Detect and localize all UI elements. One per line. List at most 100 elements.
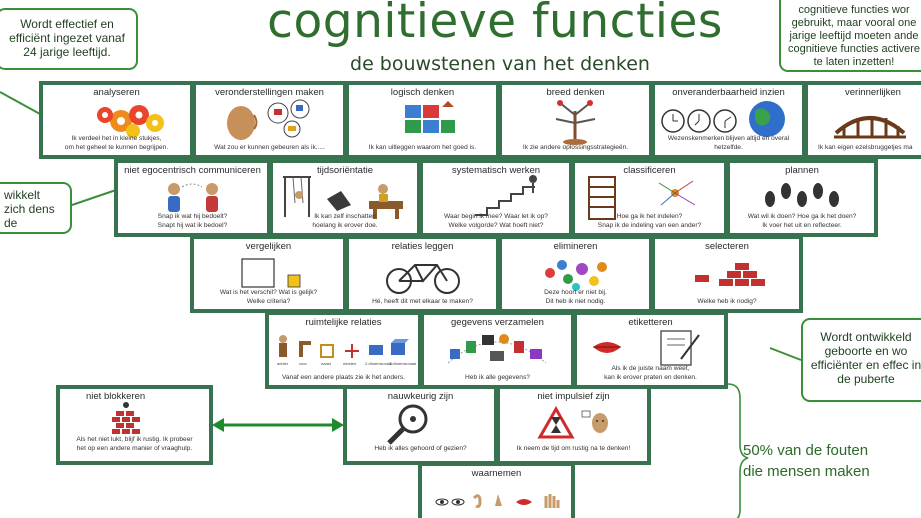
card-selecteren: selecteren Welke heb ik nodig? bbox=[651, 235, 803, 313]
card-title: onveranderbaarheid inzien bbox=[672, 87, 785, 98]
card-title: classificeren bbox=[623, 165, 676, 176]
note-top-left: Wordt effectief en efficiënt ingezet van… bbox=[0, 8, 138, 70]
spatial-label-5: 3-dimensionaal bbox=[389, 361, 416, 366]
card-title: systematisch werken bbox=[451, 165, 541, 176]
side-note-errors: 50% van de fouten die mensen maken bbox=[743, 442, 870, 480]
card-classificeren: classificeren Hoe ga ik het indelen? Sna… bbox=[571, 159, 728, 237]
spatial-figures-icon: achter voor naast midden 2-dimensionaal … bbox=[277, 335, 416, 366]
talking-people-icon bbox=[168, 183, 218, 212]
card-impulsief: niet impulsief zijn Ik neem de tijd om r… bbox=[496, 385, 651, 465]
card-title: breed denken bbox=[546, 87, 605, 98]
card-caption: Ik zie andere oplossingsstrategieën. bbox=[522, 144, 629, 151]
card-title: tijdsoriëntatie bbox=[317, 165, 373, 176]
card-plannen: plannen Wat wil ik doen? Hoe ga ik het d… bbox=[726, 159, 878, 237]
card-analyseren: analyseren Ik verdeel het in kleine stuk… bbox=[39, 81, 194, 159]
logic-blocks-icon bbox=[405, 101, 455, 133]
card-caption: Heb ik alles gehoord of gezien? bbox=[374, 445, 467, 452]
stairs-icon bbox=[475, 175, 537, 216]
balls-icon bbox=[545, 260, 607, 291]
tools-tree-icon bbox=[555, 100, 596, 145]
card-title: waarnemen bbox=[471, 468, 522, 479]
card-title: niet egocentrisch communiceren bbox=[124, 165, 261, 176]
spatial-label-3: midden bbox=[343, 361, 356, 366]
card-title: gegevens verzamelen bbox=[451, 317, 544, 328]
warning-hourglass-icon bbox=[537, 405, 608, 439]
card-caption: Vanaf een andere plaats zie ik het ander… bbox=[281, 374, 406, 381]
card-caption: Welke heb ik nodig? bbox=[697, 298, 757, 305]
arrow-head-left bbox=[212, 418, 224, 432]
card-systematisch: systematisch werken Waar begin ik mee? W… bbox=[419, 159, 573, 237]
data-icons-icon bbox=[447, 334, 547, 364]
card-blokkeren: niet blokkeren Als het niet lukt, blijf … bbox=[56, 385, 213, 465]
card-title: ruimtelijke relaties bbox=[305, 317, 382, 328]
card-relaties: relaties leggen Hé, heeft dit met elkaar… bbox=[345, 235, 500, 313]
card-caption: Wat wil ik doen? Hoe ga ik het doen? Ik … bbox=[747, 213, 857, 229]
note-mid-right-text: Wordt ontwikkeld geboorte en wo efficiën… bbox=[810, 330, 921, 386]
card-egocentrisch: niet egocentrisch communiceren Snap ik w… bbox=[114, 159, 271, 237]
note-top-right: cognitieve functies wor gebruikt, maar v… bbox=[779, 0, 921, 72]
lips-label-icon bbox=[593, 330, 700, 366]
card-title: niet blokkeren bbox=[86, 391, 146, 402]
card-title: relaties leggen bbox=[391, 241, 454, 252]
note-mid-left: wikkelt zich dens de puberteit bbox=[0, 182, 72, 234]
card-caption: Wezenskenmerken blijven altijd en overal… bbox=[667, 135, 790, 151]
clocks-globe-icon bbox=[661, 101, 785, 137]
card-breed: breed denken Ik zie andere oplossingsstr… bbox=[498, 81, 653, 159]
card-caption: Als het niet lukt, blijf ik rustig. Ik p… bbox=[76, 436, 193, 452]
card-caption: Wat is het verschil? Wat is gelijk? Welk… bbox=[219, 289, 318, 305]
gears-icon bbox=[97, 105, 164, 138]
card-caption: Hoe ga ik het indelen? Snap ik de indeli… bbox=[597, 213, 702, 229]
card-title: nauwkeurig zijn bbox=[387, 391, 454, 402]
card-caption: Deze hoort er niet bij. Dit heb ik niet … bbox=[544, 289, 607, 305]
note-mid-left-text: wikkelt zich dens de puberteit bbox=[4, 188, 55, 232]
card-onveranderbaarheid: onveranderbaarheid inzien Wezenskenmerke… bbox=[651, 81, 806, 159]
card-caption: Ik kan eigen ezelsbruggetjes ma bbox=[818, 144, 913, 151]
card-nauwkeurig: nauwkeurig zijn Heb ik alles gehoord of … bbox=[343, 385, 498, 465]
note-top-right-text: cognitieve functies wor gebruikt, maar v… bbox=[787, 4, 921, 68]
brick-wall-icon bbox=[695, 263, 765, 286]
card-caption: Wat zou er kunnen gebeuren als ik..... bbox=[214, 144, 325, 151]
card-caption: Ik verdeel het in kleine stukjes, om het… bbox=[64, 135, 169, 151]
card-gegevens: gegevens verzamelen Heb ik alle gegevens… bbox=[420, 311, 575, 389]
note-mid-right: Wordt ontwikkeld geboorte en wo efficiën… bbox=[801, 318, 921, 402]
card-vergelijken: vergelijken Wat is het verschil? Wat is … bbox=[190, 235, 347, 313]
card-waarnemen: waarnemen bbox=[418, 462, 575, 518]
squares-icon bbox=[241, 258, 301, 288]
card-title: etiketteren bbox=[628, 317, 673, 328]
spatial-label-1: voor bbox=[299, 361, 307, 366]
card-caption: Hé, heeft dit met elkaar te maken? bbox=[372, 298, 473, 305]
mid-left-connector bbox=[71, 189, 117, 206]
card-caption: Ik kan zelf inschatten hoelang ik erover… bbox=[312, 213, 378, 229]
card-title: niet impulsief zijn bbox=[537, 391, 610, 402]
spatial-label-2: naast bbox=[321, 361, 332, 366]
card-title: verinnerlijken bbox=[845, 87, 901, 98]
card-logisch: logisch denken Ik kan uitleggen waarom h… bbox=[345, 81, 500, 159]
card-caption: Heb ik alle gegevens? bbox=[465, 374, 530, 381]
card-title: logisch denken bbox=[390, 87, 455, 98]
card-ruimtelijk: ruimtelijke relaties achter voor naast m… bbox=[265, 311, 422, 389]
card-title: plannen bbox=[785, 165, 819, 176]
card-tijdsorientatie: tijdsoriëntatie Ik kan zelf inschatten h… bbox=[269, 159, 421, 237]
mid-right-connector bbox=[769, 347, 802, 361]
card-title: elimineren bbox=[553, 241, 598, 252]
spatial-label-4: 2-dimensionaal bbox=[365, 361, 392, 366]
card-title: vergelijken bbox=[245, 241, 292, 252]
swing-desk-icon bbox=[283, 176, 403, 219]
card-verinnerlijken: verinnerlijken Ik kan eigen ezelsbrugget… bbox=[804, 81, 921, 159]
card-caption: Snap ik wat hij bedoelt? Snapt hij wat i… bbox=[157, 213, 228, 229]
page-subtitle: de bouwstenen van het denken bbox=[350, 53, 650, 75]
card-etiketteren: etiketteren Als ik de juiste naam weet, … bbox=[573, 311, 728, 389]
senses-icon bbox=[435, 494, 560, 508]
magnifier-icon bbox=[387, 404, 428, 445]
spatial-label-0: achter bbox=[277, 361, 289, 366]
footsteps-icon bbox=[765, 183, 839, 207]
note-top-left-text: Wordt effectief en efficiënt ingezet van… bbox=[9, 17, 125, 59]
card-caption: Ik kan uitleggen waarom het goed is. bbox=[368, 144, 477, 151]
thinking-head-icon bbox=[227, 99, 310, 140]
bridge-icon bbox=[834, 116, 906, 139]
top-left-connector bbox=[0, 91, 41, 115]
card-title: selecteren bbox=[705, 241, 749, 252]
shelf-mindmap-icon bbox=[588, 176, 696, 220]
card-veronderstellingen: veronderstellingen maken Wat zou er kunn… bbox=[192, 81, 347, 159]
